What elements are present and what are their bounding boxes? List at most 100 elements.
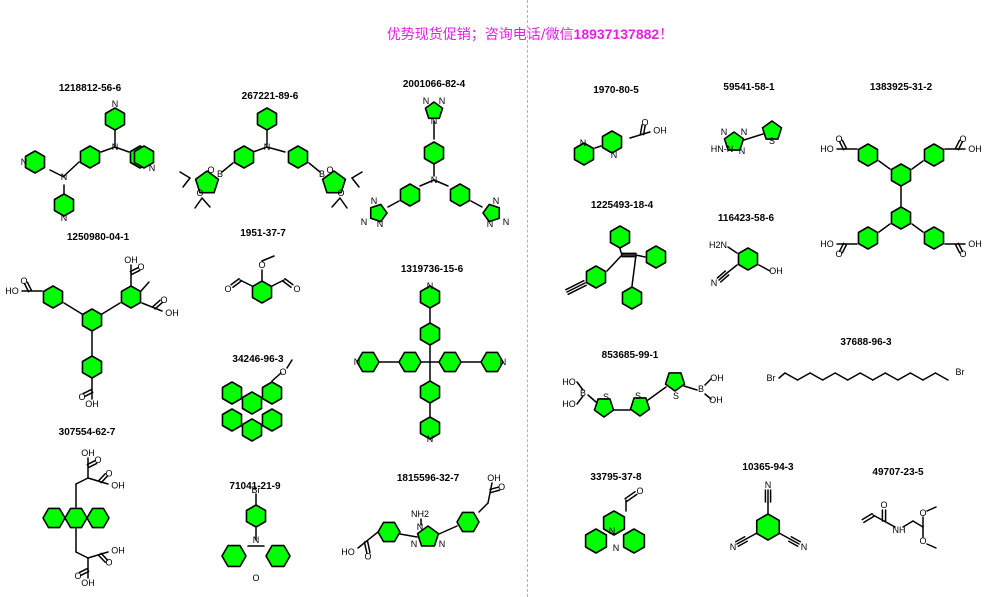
bond-line [567, 284, 587, 296]
bond-line [230, 277, 240, 286]
atom-label: OH [81, 578, 95, 588]
benzene-ring [64, 507, 88, 529]
bond-line [271, 279, 285, 287]
bond-line [63, 302, 83, 315]
bond-line [261, 255, 275, 262]
bond-line [140, 281, 150, 292]
bond-line [87, 462, 98, 469]
atom-label: O [498, 482, 505, 492]
bond-line [351, 171, 363, 179]
bond-line [587, 394, 597, 403]
benzene-ring [423, 141, 445, 165]
benzene-ring [241, 391, 263, 415]
benzene-ring [923, 226, 945, 250]
atom-label: OH [111, 481, 125, 491]
bond-line [490, 489, 501, 494]
atom-label: O [78, 392, 85, 402]
atom-label: O [919, 536, 926, 546]
bond-line [647, 386, 667, 401]
bond-line [718, 272, 728, 281]
bond-line [339, 197, 348, 209]
bond-line [87, 477, 101, 483]
benzene-ring [133, 145, 155, 169]
benzene-ring [621, 286, 643, 310]
bond-line [624, 490, 636, 500]
bond-line [331, 197, 341, 208]
benzene-ring [890, 163, 912, 187]
cas-label: 1319736-15-6 [400, 264, 464, 275]
banner-phone: 18937137882 [573, 26, 660, 42]
bond-line [841, 139, 848, 150]
bond-line [487, 490, 492, 504]
five-membered-ring [369, 203, 388, 223]
bond-line [897, 372, 912, 381]
cas-label: 49707-23-5 [872, 467, 924, 478]
bond-line [787, 540, 799, 548]
benzene-ring [622, 528, 646, 554]
atom-label: N [354, 357, 361, 367]
atom-label: N [377, 219, 384, 229]
bond-line [796, 372, 811, 381]
bond-line [470, 200, 483, 208]
atom-label: B [217, 169, 223, 179]
cas-label: 71041-21-9 [229, 481, 281, 492]
bond-line [743, 133, 764, 141]
bond-line [365, 531, 379, 543]
benzene-ring [356, 351, 380, 373]
benzene-ring [645, 245, 667, 269]
atom-label: N [61, 172, 68, 182]
benzene-ring [42, 507, 66, 529]
atom-label: O [94, 455, 101, 465]
atom-label: S [673, 391, 679, 401]
atom-label: OH [165, 308, 179, 318]
bond-line [926, 506, 937, 512]
bond-line [821, 372, 836, 381]
atom-label: OH [968, 144, 982, 154]
atom-label: O [224, 284, 231, 294]
bond-line [433, 179, 449, 187]
benzene-ring [245, 504, 267, 528]
benzene-ring [737, 247, 759, 271]
five-membered-ring [664, 372, 686, 392]
bond-line [631, 254, 637, 287]
atom-label: N [149, 163, 156, 173]
benzene-ring [251, 280, 273, 304]
bond-line [683, 385, 698, 391]
atom-label: N [711, 278, 718, 288]
bond-line [26, 281, 33, 292]
bond-line [232, 280, 242, 289]
atom-label: OH [124, 255, 138, 265]
benzene-ring [287, 145, 309, 169]
bond-line [308, 162, 321, 173]
column-divider [527, 0, 528, 597]
benzene-ring [419, 416, 441, 440]
bond-line [626, 493, 638, 503]
bond-line [399, 533, 418, 538]
benzene-ring [456, 511, 480, 533]
cas-label: 2001066-82-4 [402, 79, 466, 90]
bond-line [182, 177, 191, 188]
atom-label: N [431, 175, 438, 185]
bond-line [841, 243, 848, 254]
atom-label: N [112, 142, 119, 152]
cas-label: 853685-99-1 [601, 350, 659, 361]
atom-label: B [319, 169, 325, 179]
atom-label: N [721, 127, 728, 137]
benzene-ring [86, 507, 110, 529]
atom-label: O [959, 134, 966, 144]
benzene-ring [449, 183, 471, 207]
bond-line [82, 388, 93, 395]
bond-line [438, 525, 458, 535]
atom-label: O [105, 558, 112, 568]
benzene-ring [857, 143, 879, 167]
bond-line [629, 133, 643, 139]
bond-line [99, 551, 109, 556]
benzene-ring [104, 107, 126, 131]
cas-label: 34246-96-3 [232, 354, 284, 365]
bond-line [63, 161, 80, 177]
benzene-ring [755, 513, 781, 541]
atom-label: N [493, 196, 500, 206]
bond-line [179, 171, 191, 179]
atom-label: N [609, 526, 616, 536]
atom-label: O [880, 500, 887, 510]
